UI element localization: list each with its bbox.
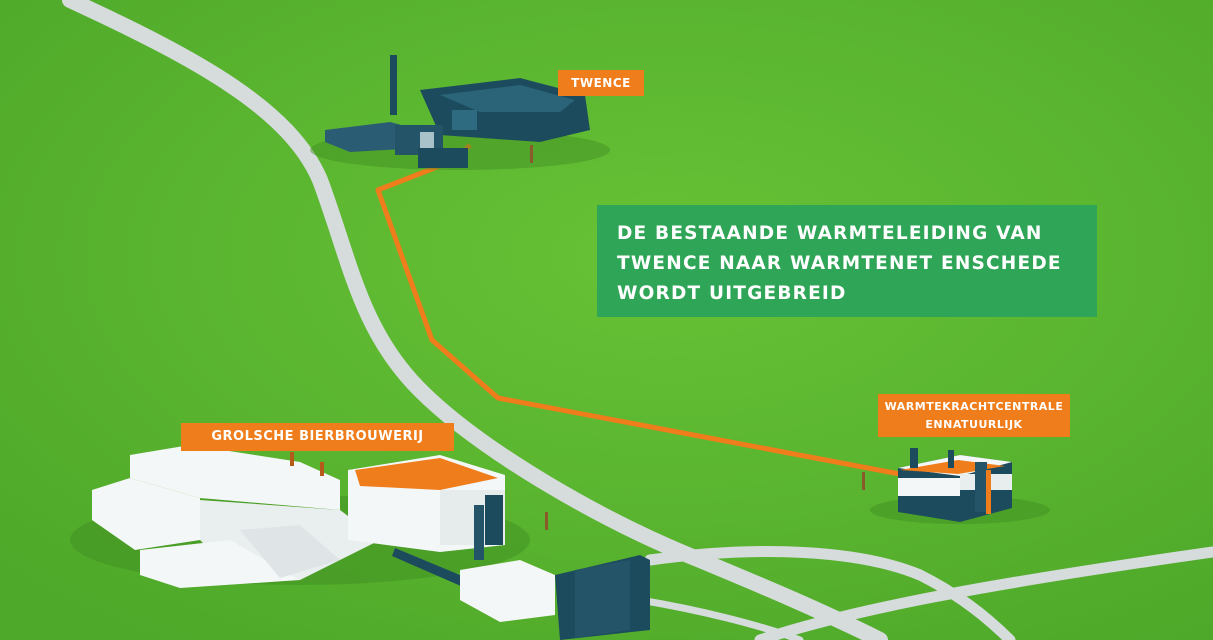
warmtekrachtcentrale-label-line1: WARMTEKRACHTCENTRALE [884,400,1064,413]
warmtekrachtcentrale-building [862,448,1050,524]
side-road [644,546,1016,640]
info-caption-box: DE BESTAANDE WARMTELEIDING VAN TWENCE NA… [597,205,1097,317]
info-caption-line1: DE BESTAANDE WARMTELEIDING VAN [617,223,1043,244]
roads [62,0,1213,640]
grolsch-label: GROLSCHE BIERBROUWERIJ [181,423,454,451]
twence-label: TWENCE [558,70,644,96]
grolsch-brewery [70,445,650,640]
info-caption-line3: WORDT UITGEBREID [617,283,847,304]
cross-road [754,546,1213,640]
warmtekrachtcentrale-label-line2: ENNATUURLIJK [925,418,1023,431]
info-caption-line2: TWENCE NAAR WARMTENET ENSCHEDE [617,253,1062,274]
twence-plant [310,55,610,170]
warmtekrachtcentrale-label: WARMTEKRACHTCENTRALE ENNATUURLIJK [878,394,1070,437]
main-road [62,0,888,640]
small-road [636,596,804,640]
